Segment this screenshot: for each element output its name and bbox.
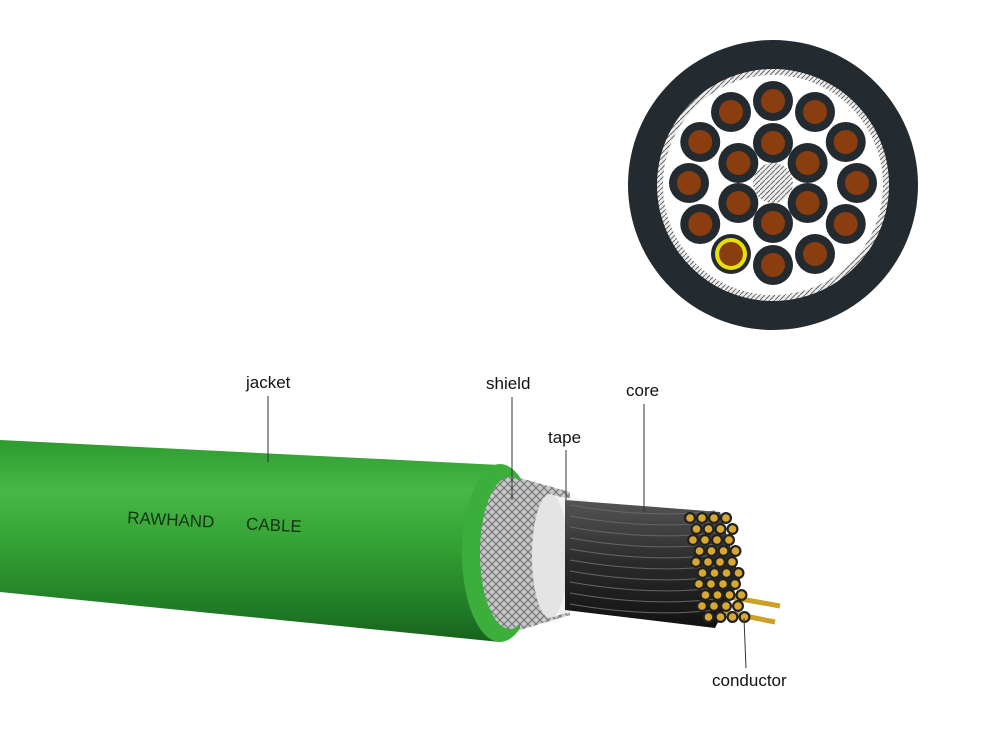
label-jacket: jacket: [245, 373, 291, 392]
cross-section: [628, 40, 918, 330]
conductor-end: [696, 512, 708, 524]
conductor-end: [723, 589, 736, 601]
cable-print: RAWHAND CABLE: [127, 508, 303, 536]
label-core: core: [626, 381, 659, 400]
conductor-ends: [684, 512, 751, 623]
ground-core: [711, 234, 751, 275]
conductor-end: [729, 578, 741, 590]
conductor-end: [717, 545, 730, 557]
insulated-core: [718, 143, 759, 183]
insulated-core: [825, 204, 866, 244]
conductor-end: [714, 556, 726, 568]
conductor-end: [708, 600, 720, 612]
conductor-end: [696, 600, 708, 612]
conductor-end: [729, 545, 742, 557]
conductor-end: [711, 534, 723, 546]
insulated-core: [753, 123, 793, 163]
label-conductor: conductor: [712, 671, 787, 690]
insulated-core: [753, 203, 793, 243]
insulated-core: [837, 163, 877, 203]
conductor-end: [726, 611, 739, 623]
conductor-end: [702, 523, 715, 535]
conductor-end: [726, 523, 739, 535]
conductor-end: [732, 567, 745, 579]
insulated-core: [795, 91, 835, 132]
insulated-core: [753, 81, 793, 121]
insulated-core: [825, 122, 866, 162]
conductor-end: [693, 545, 706, 557]
conductor-end: [732, 600, 744, 612]
conductor-end: [720, 600, 732, 612]
conductor-end: [684, 512, 696, 524]
jacket-body: [0, 440, 500, 642]
conductor-end: [738, 611, 751, 623]
conductor-end: [714, 523, 727, 535]
conductor-end: [702, 611, 715, 623]
strand-line: [569, 559, 716, 570]
insulated-core: [718, 183, 759, 223]
label-shield: shield: [486, 374, 530, 393]
insulated-core: [795, 234, 835, 275]
conductor-end: [687, 534, 699, 546]
conductor-end: [711, 589, 724, 601]
strand-line: [569, 526, 716, 537]
cable-print-word2: CABLE: [246, 514, 303, 536]
insulated-core: [787, 143, 828, 183]
conductor-end: [693, 578, 705, 590]
conductor-end: [714, 611, 727, 623]
insulated-core: [753, 245, 793, 285]
conductor-end: [705, 545, 718, 557]
conductor-end: [702, 556, 714, 568]
cross-section-cores: [669, 81, 877, 285]
conductor-end: [708, 567, 721, 579]
conductor-end: [726, 556, 738, 568]
conductor-end: [699, 589, 712, 601]
conductor-end: [717, 578, 729, 590]
conductor-end: [690, 523, 703, 535]
cable-print-word1: RAWHAND: [127, 508, 215, 532]
conductor-end: [735, 589, 748, 601]
conductor-end: [696, 567, 709, 579]
conductor-end: [690, 556, 702, 568]
label-tape: tape: [548, 428, 581, 447]
insulated-core: [787, 183, 828, 223]
leader-conductor: [743, 617, 747, 669]
callouts: jacket shield tape core conductor: [245, 373, 787, 690]
conductor-end: [708, 512, 720, 524]
conductor-end: [723, 534, 735, 546]
insulated-core: [680, 122, 721, 162]
conductor-end: [720, 567, 733, 579]
insulated-core: [711, 91, 751, 132]
insulated-core: [669, 163, 709, 203]
conductor-end: [699, 534, 711, 546]
conductor-end: [720, 512, 732, 524]
tape-end: [532, 494, 568, 618]
conductor-end: [705, 578, 717, 590]
cable-illustration: RAWHAND CABLE: [0, 440, 781, 642]
cross-section-filler: [753, 163, 793, 203]
insulated-core: [680, 204, 721, 244]
